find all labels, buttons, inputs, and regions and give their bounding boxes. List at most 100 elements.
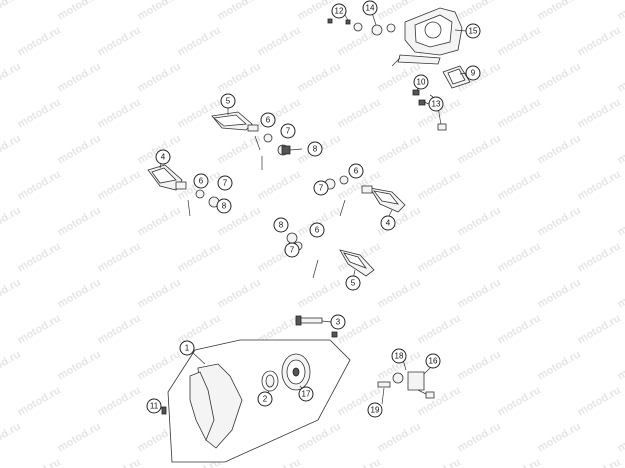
watermark-text: motod.ru xyxy=(256,168,303,202)
svg-text:5: 5 xyxy=(351,279,356,288)
watermark-text: motod.ru xyxy=(176,96,223,130)
svg-text:18: 18 xyxy=(395,352,404,361)
svg-text:1: 1 xyxy=(185,344,190,353)
watermark-text: motod.ru xyxy=(256,456,303,468)
bulb-socket-part xyxy=(377,365,435,399)
svg-text:8: 8 xyxy=(222,202,227,211)
callout-13: 13 xyxy=(428,96,444,112)
watermark-text: motod.ru xyxy=(536,132,583,166)
watermark-text: motod.ru xyxy=(496,96,543,130)
watermark-text: motod.ru xyxy=(536,0,583,23)
watermark-text: motod.ru xyxy=(96,456,143,468)
watermark-text: motod.ru xyxy=(96,24,143,58)
turn-signal-part xyxy=(211,111,289,156)
svg-text:13: 13 xyxy=(432,100,441,109)
svg-text:6: 6 xyxy=(266,116,271,125)
watermark-text: motod.ru xyxy=(56,348,103,382)
svg-text:6: 6 xyxy=(199,177,204,186)
watermark-text: motod.ru xyxy=(416,456,463,468)
watermark-text: motod.ru xyxy=(96,96,143,130)
lamp-ring-part xyxy=(261,370,279,392)
watermark-text: motod.ru xyxy=(416,312,463,346)
callout-18: 18 xyxy=(391,348,407,364)
callout-2: 2 xyxy=(257,391,273,407)
screw-part xyxy=(327,18,396,36)
watermark-text: motod.ru xyxy=(616,60,625,94)
svg-text:7: 7 xyxy=(223,179,228,188)
watermark-text: motod.ru xyxy=(576,96,623,130)
callout-8-center: 8 xyxy=(307,141,323,157)
watermark-text: motod.ru xyxy=(176,312,223,346)
svg-text:15: 15 xyxy=(469,27,478,36)
turn-signal-part xyxy=(324,175,406,217)
callout-5-upper: 5 xyxy=(220,93,236,109)
callout-8-lower: 8 xyxy=(273,217,289,233)
watermark-text: motod.ru xyxy=(16,312,63,346)
watermark-text: motod.ru xyxy=(176,240,223,274)
callout-14: 14 xyxy=(362,0,378,16)
svg-text:9: 9 xyxy=(471,69,476,78)
watermark-text: motod.ru xyxy=(536,276,583,310)
watermark-text: motod.ru xyxy=(456,420,503,454)
watermark-text: motod.ru xyxy=(536,348,583,382)
watermark-text: motod.ru xyxy=(216,60,263,94)
watermark-text: motod.ru xyxy=(16,240,63,274)
watermark-text: motod.ru xyxy=(416,240,463,274)
callout-1: 1 xyxy=(179,340,195,356)
watermark-text: motod.ru xyxy=(576,456,623,468)
watermark-text: motod.ru xyxy=(296,60,343,94)
watermark-text: motod.ru xyxy=(536,204,583,238)
watermark-text: motod.ru xyxy=(296,276,343,310)
watermark-text: motod.ru xyxy=(376,420,423,454)
svg-text:7: 7 xyxy=(290,246,295,255)
watermark-text: motod.ru xyxy=(456,204,503,238)
watermark-text: motod.ru xyxy=(496,168,543,202)
watermark-text: motod.ru xyxy=(616,132,625,166)
callout-7-upper: 7 xyxy=(280,123,296,139)
callout-17: 17 xyxy=(298,386,314,402)
watermark-text: motod.ru xyxy=(496,312,543,346)
control-module-part xyxy=(442,65,471,89)
watermark-text: motod.ru xyxy=(0,204,23,238)
callout-6-upper: 6 xyxy=(260,112,276,128)
watermark-text: motod.ru xyxy=(96,312,143,346)
callout-6-right: 6 xyxy=(348,163,364,179)
watermark-text: motod.ru xyxy=(336,96,383,130)
watermark-text: motod.ru xyxy=(0,132,23,166)
svg-text:6: 6 xyxy=(315,226,320,235)
watermark-text: motod.ru xyxy=(616,276,625,310)
callout-4-left: 4 xyxy=(155,149,171,165)
callout-8-left: 8 xyxy=(216,198,232,214)
watermark-text: motod.ru xyxy=(576,240,623,274)
watermark-text: motod.ru xyxy=(616,348,625,382)
screw-part xyxy=(161,406,167,415)
svg-text:11: 11 xyxy=(150,402,159,411)
watermark-text: motod.ru xyxy=(0,0,23,23)
watermark-text: motod.ru xyxy=(576,312,623,346)
watermark-text: motod.ru xyxy=(0,420,23,454)
callout-16: 16 xyxy=(425,353,441,369)
callout-10: 10 xyxy=(413,74,429,90)
watermark-text: motod.ru xyxy=(576,168,623,202)
watermark-text: motod.ru xyxy=(56,204,103,238)
watermark-text: motod.ru xyxy=(0,276,23,310)
callout-9: 9 xyxy=(465,65,481,81)
callout-7-left: 7 xyxy=(217,175,233,191)
watermark-text: motod.ru xyxy=(216,0,263,23)
watermark-text: motod.ru xyxy=(496,240,543,274)
watermark-text: motod.ru xyxy=(456,132,503,166)
watermark-text: motod.ru xyxy=(376,276,423,310)
watermark-text: motod.ru xyxy=(56,132,103,166)
callout-15: 15 xyxy=(465,23,481,39)
watermark-text: motod.ru xyxy=(0,348,23,382)
svg-text:14: 14 xyxy=(366,4,375,13)
callout-5-lower: 5 xyxy=(345,275,361,291)
watermark-text: motod.ru xyxy=(96,168,143,202)
watermark-text: motod.ru xyxy=(16,456,63,468)
watermark-text: motod.ru xyxy=(136,276,183,310)
watermark-text: motod.ru xyxy=(216,276,263,310)
watermark-text: motod.ru xyxy=(456,348,503,382)
watermark-text: motod.ru xyxy=(56,0,103,23)
watermark-text: motod.ru xyxy=(576,24,623,58)
